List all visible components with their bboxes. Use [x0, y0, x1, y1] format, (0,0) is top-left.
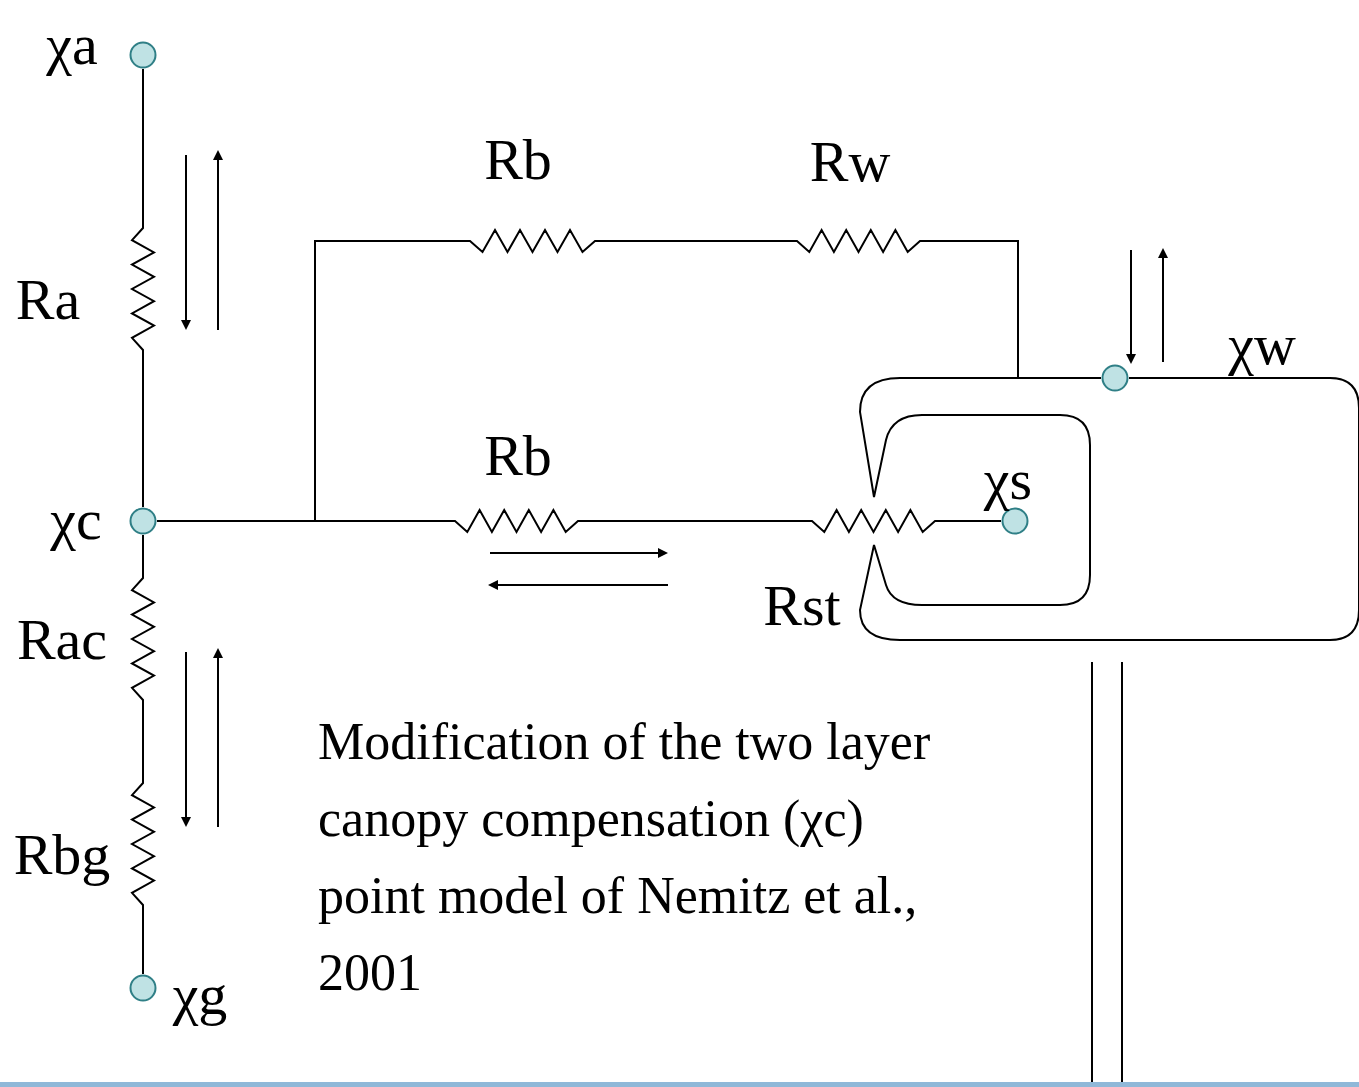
resistance-path	[132, 69, 154, 507]
stem-line	[1091, 662, 1093, 1087]
resistance-label: Rbg	[14, 826, 111, 884]
point-circle	[129, 41, 157, 69]
footer-bar	[0, 1082, 1359, 1087]
resistance-label: Ra	[16, 271, 80, 329]
leaf-outline	[860, 378, 1359, 640]
resistance-label: Rst	[763, 577, 840, 635]
point-circle	[1101, 364, 1129, 392]
resistance-label: Rb	[484, 427, 552, 485]
concentration-point: χa	[129, 41, 157, 69]
resistance-label: Rac	[17, 611, 107, 669]
point-circle	[1001, 507, 1029, 535]
concentration-label: χc	[50, 491, 102, 549]
resistance-path	[157, 510, 1001, 532]
resistance-path	[132, 535, 154, 974]
resistance-label: Rw	[810, 133, 891, 191]
point-circle	[129, 507, 157, 535]
concentration-label: χa	[46, 16, 98, 74]
concentration-point: χg	[129, 974, 157, 1002]
resistance-path	[157, 230, 1101, 521]
concentration-label: χg	[173, 966, 228, 1024]
concentration-point: χw	[1101, 364, 1129, 392]
resistance-label: Rb	[484, 131, 552, 189]
concentration-label: χw	[1228, 316, 1296, 374]
stem-line	[1121, 662, 1123, 1087]
concentration-point: χc	[129, 507, 157, 535]
caption: Modification of the two layer canopy com…	[318, 703, 933, 1011]
concentration-point: χs	[1001, 507, 1029, 535]
point-circle	[129, 974, 157, 1002]
concentration-label: χs	[984, 451, 1032, 509]
